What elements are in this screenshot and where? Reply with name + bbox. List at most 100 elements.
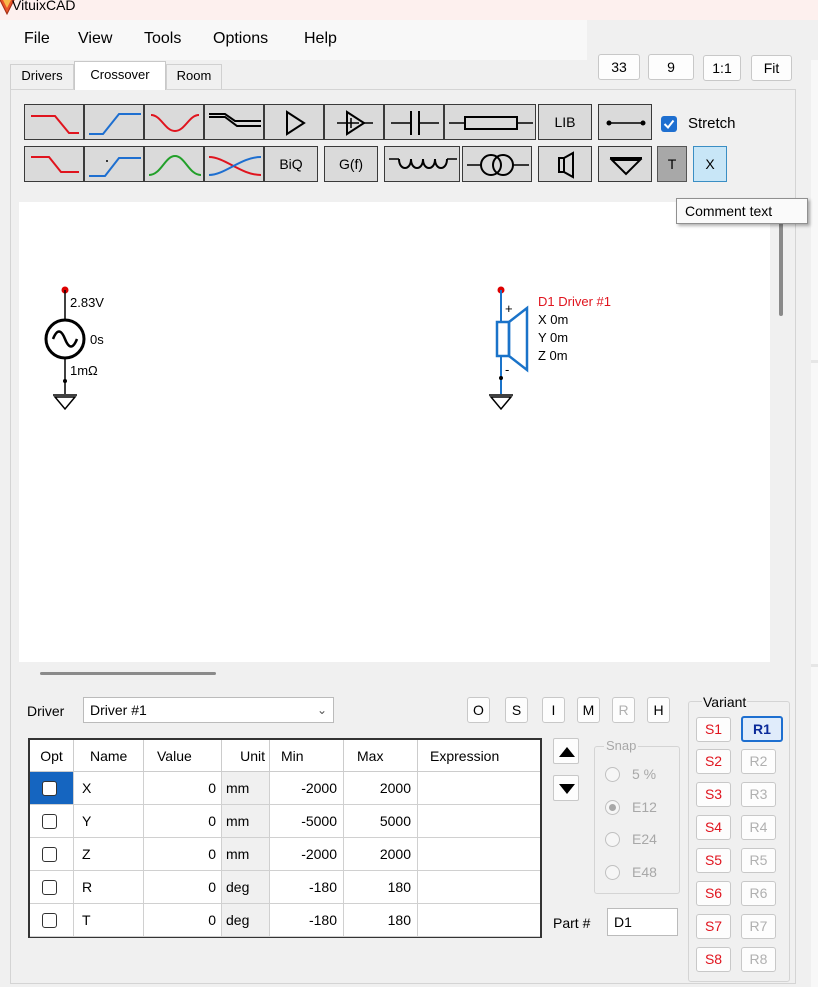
opt-checkbox[interactable] — [42, 781, 57, 796]
table-row-expression[interactable] — [418, 838, 540, 871]
t-button[interactable]: T — [657, 146, 687, 182]
table-row-min[interactable]: -180 — [270, 871, 344, 904]
column-header-min[interactable]: Min — [270, 740, 344, 772]
zoom-9-button[interactable]: 9 — [648, 54, 694, 80]
gf-button[interactable]: G(f) — [324, 146, 378, 182]
buffer-icon[interactable] — [264, 104, 324, 140]
driver-select[interactable]: Driver #1 ⌄ — [83, 697, 334, 723]
ground-icon[interactable] — [598, 146, 652, 182]
mode-o-button[interactable]: O — [467, 697, 490, 723]
table-row-expression[interactable] — [418, 772, 540, 805]
table-row-opt-cell[interactable] — [30, 805, 74, 838]
zoom-33-button[interactable]: 33 — [598, 54, 640, 80]
opamp-icon[interactable] — [324, 104, 384, 140]
table-row-opt-cell[interactable] — [30, 838, 74, 871]
variant-s5-button[interactable]: S5 — [696, 848, 731, 873]
lowpass-red-icon[interactable] — [24, 104, 84, 140]
mode-m-button[interactable]: M — [577, 697, 600, 723]
tab-crossover[interactable]: Crossover — [74, 61, 166, 90]
bandpass-green-icon[interactable] — [144, 146, 204, 182]
menu-help[interactable]: Help — [304, 30, 337, 47]
x-button[interactable]: X — [693, 146, 727, 182]
table-row-value[interactable]: 0 — [144, 772, 222, 805]
variant-s6-button[interactable]: S6 — [696, 881, 731, 906]
variant-s2-button[interactable]: S2 — [696, 749, 731, 774]
part-number-input[interactable]: D1 — [607, 908, 678, 936]
variant-r5-button[interactable]: R5 — [741, 848, 776, 873]
table-row-expression[interactable] — [418, 904, 540, 937]
table-row-min[interactable]: -5000 — [270, 805, 344, 838]
variant-r7-button[interactable]: R7 — [741, 914, 776, 939]
table-row-max[interactable]: 180 — [344, 904, 418, 937]
column-header-unit[interactable]: Unit — [222, 740, 270, 772]
lib-button[interactable]: LIB — [538, 104, 592, 140]
opt-checkbox[interactable] — [42, 880, 57, 895]
wire-icon[interactable] — [598, 104, 652, 140]
menu-view[interactable]: View — [78, 30, 113, 47]
table-row-opt-cell[interactable] — [30, 871, 74, 904]
opt-checkbox[interactable] — [42, 847, 57, 862]
variant-s4-button[interactable]: S4 — [696, 815, 731, 840]
schematic-canvas[interactable]: 2.83V 0s 1mΩ + - D1 Driver #1 X 0m Y 0m … — [19, 202, 770, 662]
zoom-fit-button[interactable]: Fit — [751, 55, 792, 81]
variant-s1-button[interactable]: S1 — [696, 717, 731, 742]
menu-tools[interactable]: Tools — [144, 30, 182, 47]
stretch-checkbox[interactable] — [661, 116, 677, 132]
highpass-blue-2-icon[interactable] — [84, 146, 144, 182]
transformer-icon[interactable] — [462, 146, 532, 182]
snap-e48-radio[interactable] — [605, 865, 620, 880]
variant-r2-button[interactable]: R2 — [741, 749, 776, 774]
table-row-max[interactable]: 2000 — [344, 838, 418, 871]
variant-r1-button[interactable]: R1 — [741, 716, 783, 742]
zoom-1to1-button[interactable]: 1:1 — [703, 55, 741, 81]
highpass-blue-icon[interactable] — [84, 104, 144, 140]
variant-r8-button[interactable]: R8 — [741, 947, 776, 972]
table-row-max[interactable]: 5000 — [344, 805, 418, 838]
capacitor-icon[interactable] — [384, 104, 444, 140]
speaker-icon[interactable] — [538, 146, 592, 182]
mode-s-button[interactable]: S — [505, 697, 528, 723]
table-row-expression[interactable] — [418, 871, 540, 904]
biq-button[interactable]: BiQ — [264, 146, 318, 182]
resistor-icon[interactable] — [444, 104, 536, 140]
voltage-source-icon[interactable] — [44, 286, 86, 411]
move-down-button[interactable] — [553, 775, 579, 801]
table-row-opt-cell[interactable] — [30, 772, 74, 805]
variant-s8-button[interactable]: S8 — [696, 947, 731, 972]
column-header-expression[interactable]: Expression — [418, 740, 540, 772]
table-row-opt-cell[interactable] — [30, 904, 74, 937]
table-row-value[interactable]: 0 — [144, 805, 222, 838]
horizontal-scrollbar[interactable] — [40, 672, 216, 675]
tab-drivers[interactable]: Drivers — [10, 64, 74, 89]
opt-checkbox[interactable] — [42, 814, 57, 829]
snap-5pct-radio[interactable] — [605, 767, 620, 782]
column-header-value[interactable]: Value — [144, 740, 222, 772]
tab-room[interactable]: Room — [166, 64, 222, 89]
table-row-value[interactable]: 0 — [144, 871, 222, 904]
column-header-max[interactable]: Max — [344, 740, 418, 772]
opt-checkbox[interactable] — [42, 913, 57, 928]
variant-s7-button[interactable]: S7 — [696, 914, 731, 939]
table-row-min[interactable]: -180 — [270, 904, 344, 937]
lowpass-red-2-icon[interactable] — [24, 146, 84, 182]
inductor-icon[interactable] — [384, 146, 460, 182]
variant-r4-button[interactable]: R4 — [741, 815, 776, 840]
table-row-min[interactable]: -2000 — [270, 772, 344, 805]
variant-s3-button[interactable]: S3 — [696, 782, 731, 807]
table-row-min[interactable]: -2000 — [270, 838, 344, 871]
table-row-max[interactable]: 180 — [344, 871, 418, 904]
table-row-max[interactable]: 2000 — [344, 772, 418, 805]
column-header-name[interactable]: Name — [74, 740, 144, 772]
vertical-scrollbar[interactable] — [779, 212, 783, 316]
mode-h-button[interactable]: H — [647, 697, 670, 723]
menu-file[interactable]: File — [24, 30, 50, 47]
column-header-opt[interactable]: Opt — [30, 740, 74, 772]
snap-e24-radio[interactable] — [605, 832, 620, 847]
table-row-value[interactable]: 0 — [144, 904, 222, 937]
variant-r6-button[interactable]: R6 — [741, 881, 776, 906]
mode-r-button[interactable]: R — [612, 697, 635, 723]
mode-i-button[interactable]: I — [542, 697, 565, 723]
table-row-expression[interactable] — [418, 805, 540, 838]
driver-speaker-icon[interactable] — [489, 286, 529, 411]
snap-e12-radio[interactable] — [605, 800, 620, 815]
